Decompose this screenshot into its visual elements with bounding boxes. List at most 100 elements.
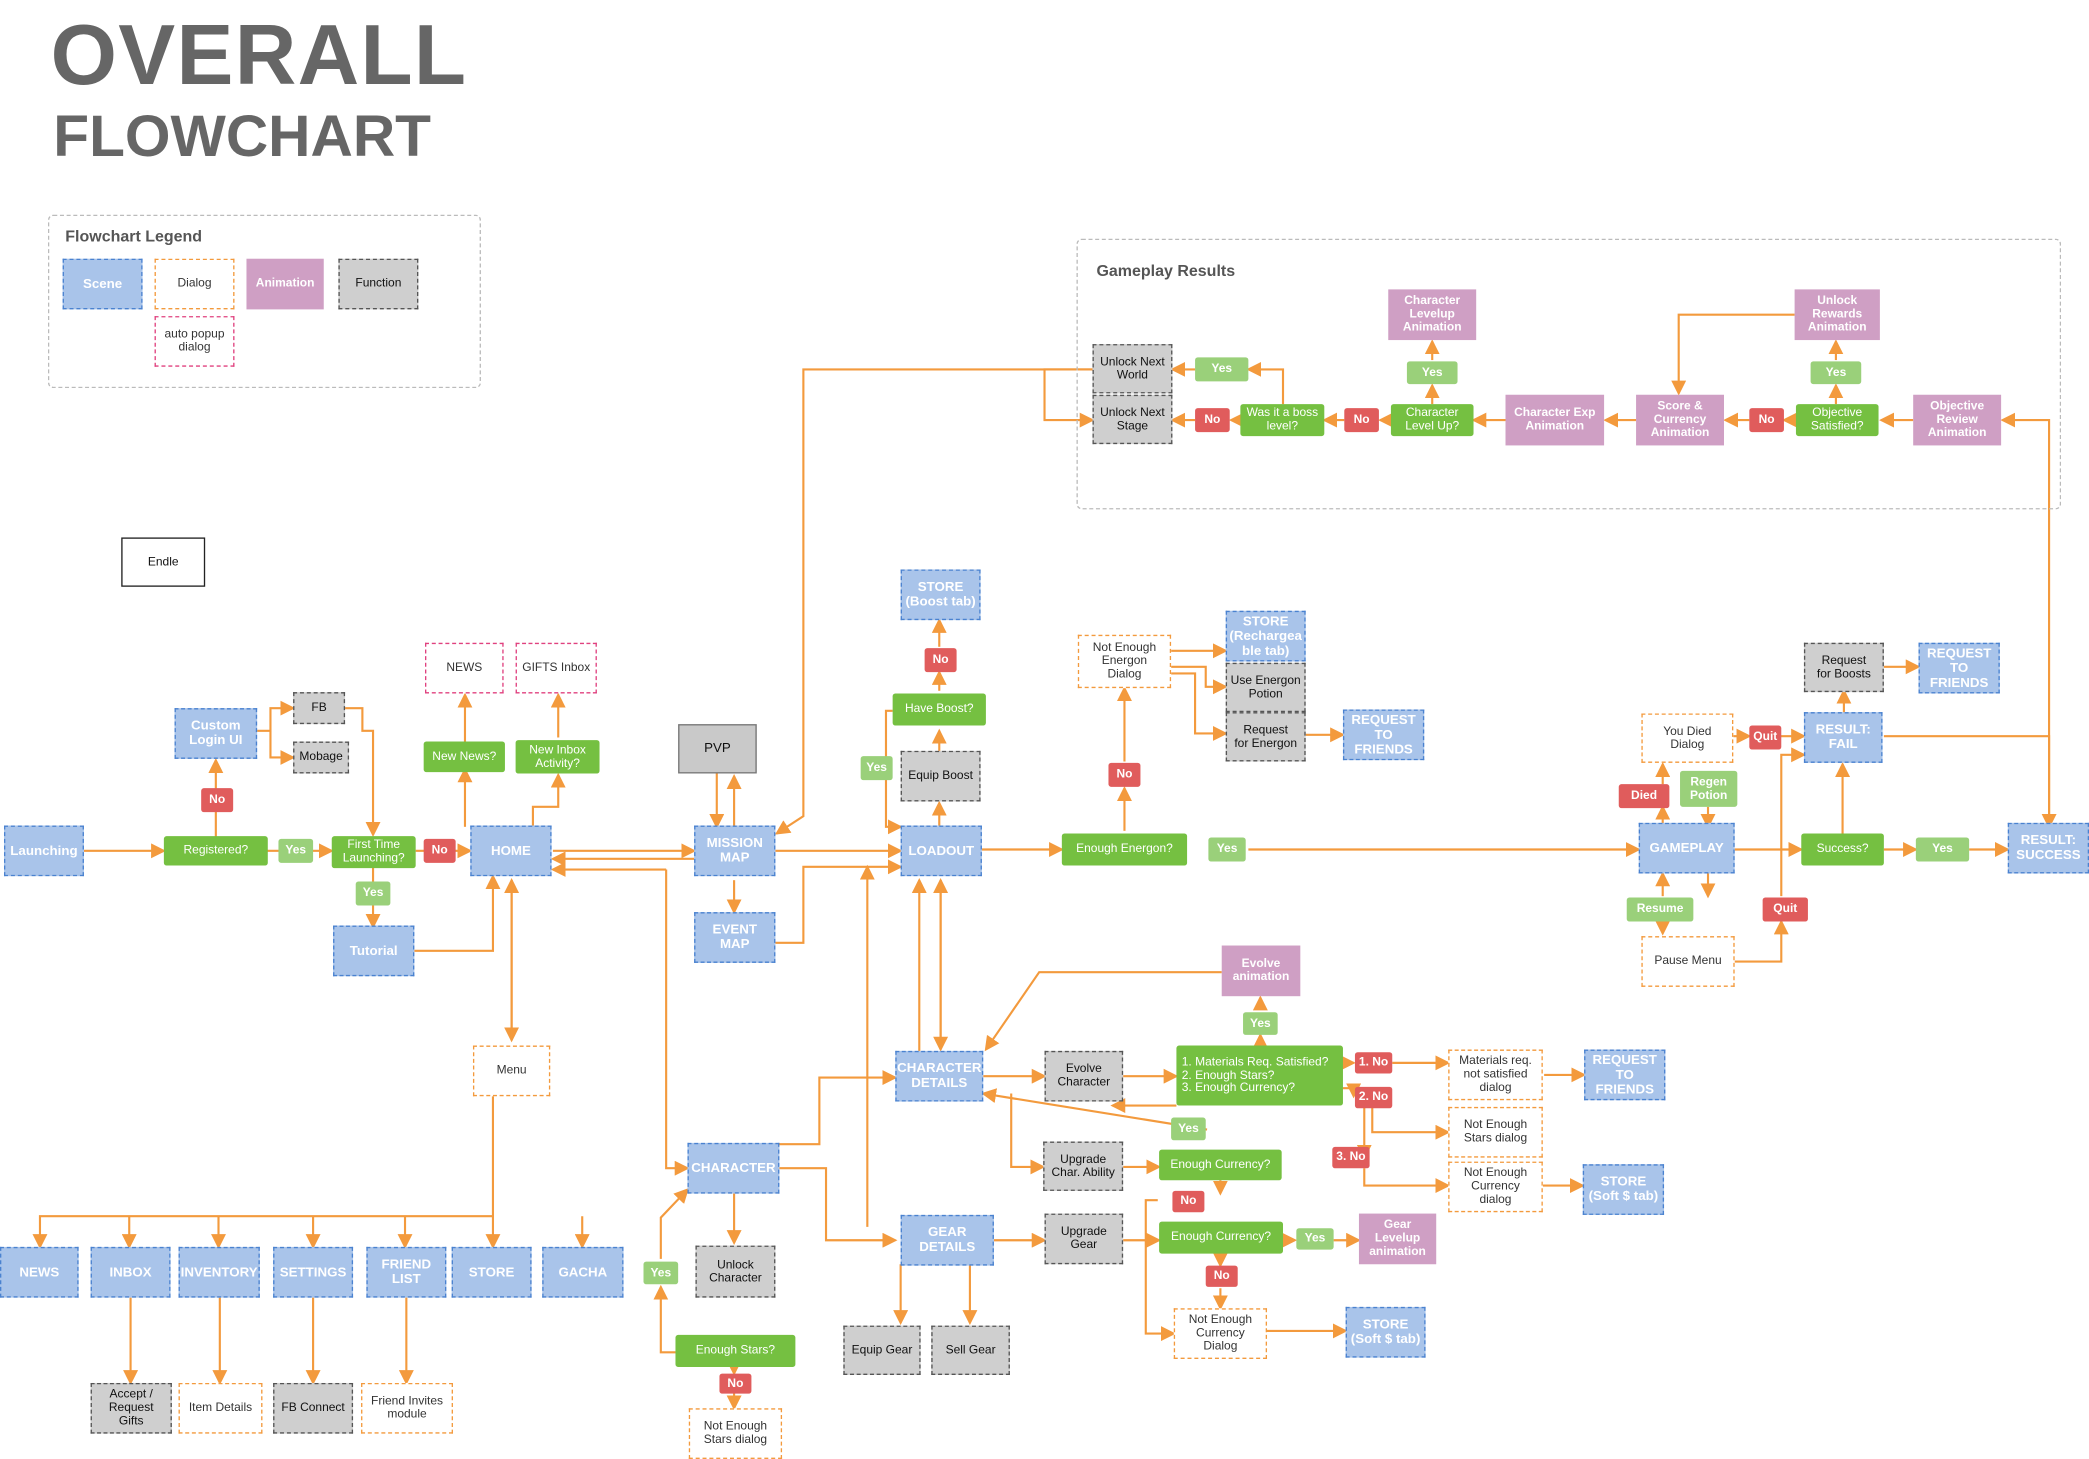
gameplay-results-title: Gameplay Results: [1096, 261, 1236, 281]
objective-satisfied-decision: Objective Satisfied?: [1795, 404, 1879, 437]
no-label: No: [1108, 762, 1141, 787]
yes-label: Yes: [643, 1261, 679, 1285]
quit-label: Quit: [1762, 897, 1808, 922]
gear-details-scene: GEAR DETAILS: [900, 1214, 994, 1266]
legend-animation: Animation: [246, 258, 324, 310]
gameplay-results-panel: [1076, 238, 2062, 510]
equip-gear-function: Equip Gear: [843, 1325, 921, 1375]
enough-energon-decision: Enough Energon?: [1061, 833, 1188, 866]
not-enough-energon-dialog: Not Enough Energon Dialog: [1077, 634, 1172, 689]
no-label: No: [1195, 408, 1230, 433]
friend-invites-dialog: Friend Invites module: [361, 1382, 453, 1434]
yes-label: Yes: [1810, 361, 1862, 385]
not-enough-currency-dialog: Not Enough Currency Dialog: [1173, 1308, 1268, 1359]
result-success-scene: RESULT: SUCCESS: [2007, 822, 2089, 874]
legend-title: Flowchart Legend: [65, 226, 203, 246]
page-title: OVERALL: [50, 6, 468, 103]
gifts-inbox-popup: GIFTS Inbox: [515, 642, 597, 694]
no-label: No: [201, 788, 234, 813]
new-inbox-decision: New Inbox Activity?: [515, 740, 600, 774]
unlock-rewards-animation: Unlock Rewards Animation: [1794, 289, 1880, 341]
result-fail-scene: RESULT: FAIL: [1803, 712, 1883, 763]
legend-function: Function: [338, 258, 419, 310]
unlock-character-function: Unlock Character: [695, 1245, 776, 1298]
yes-label: Yes: [1915, 837, 1970, 862]
request-boosts-function: Request for Boosts: [1803, 642, 1884, 693]
no-label: No: [924, 648, 957, 673]
legend-panel: [47, 214, 481, 389]
yes-label: Yes: [355, 881, 391, 906]
not-enough-stars-dialog: Not Enough Stars dialog: [1448, 1106, 1543, 1158]
boss-level-decision: Was it a boss level?: [1240, 404, 1325, 437]
custom-login-scene: Custom Login UI: [174, 708, 258, 759]
store-scene: STORE: [451, 1246, 532, 1298]
unlock-next-world-function: Unlock Next World: [1092, 344, 1173, 394]
unlock-next-stage-function: Unlock Next Stage: [1092, 394, 1173, 445]
one-no-label: 1. No: [1354, 1052, 1393, 1074]
gameplay-scene: GAMEPLAY: [1638, 822, 1735, 874]
yes-label: Yes: [278, 838, 314, 863]
request-energon-function: Request for Energon: [1225, 712, 1306, 762]
event-map-scene: EVENT MAP: [694, 912, 776, 963]
regen-potion-label: Regen Potion: [1680, 770, 1738, 807]
legend-dialog: Dialog: [154, 258, 235, 310]
settings-scene: SETTINGS: [273, 1246, 354, 1298]
accept-request-gifts-function: Accept / Request Gifts: [90, 1382, 172, 1434]
no-label: No: [1172, 1190, 1205, 1213]
pvp-box: PVP: [678, 724, 757, 774]
equip-boost-function: Equip Boost: [900, 750, 981, 802]
enough-stars-decision: Enough Stars?: [675, 1334, 796, 1367]
gacha-scene: GACHA: [542, 1246, 624, 1298]
evolve-character-function: Evolve Character: [1044, 1050, 1124, 1102]
mobage-function: Mobage: [293, 741, 350, 774]
have-boost-decision: Have Boost?: [892, 693, 986, 726]
character-details-scene: CHARACTER DETAILS: [895, 1050, 984, 1102]
item-details-dialog: Item Details: [178, 1382, 263, 1434]
no-label: No: [423, 838, 456, 863]
request-to-friends-scene: REQUEST TO FRIENDS: [1584, 1049, 1666, 1101]
materials-requirements-decision: 1. Materials Req. Satisfied? 2. Enough S…: [1176, 1045, 1343, 1106]
character-scene: CHARACTER: [687, 1142, 780, 1194]
enough-currency-decision: Enough Currency?: [1159, 1221, 1284, 1254]
legend-popup: auto popup dialog: [154, 316, 235, 367]
fb-function: FB: [293, 692, 346, 725]
success-decision: Success?: [1801, 833, 1884, 866]
no-label: No: [1344, 408, 1379, 433]
home-scene: HOME: [470, 825, 552, 877]
news-scene: NEWS: [0, 1246, 79, 1298]
yes-label: Yes: [1243, 1012, 1278, 1035]
enough-currency-decision: Enough Currency?: [1159, 1149, 1282, 1181]
yes-label: Yes: [1406, 361, 1458, 385]
page-subtitle: FLOWCHART: [53, 104, 431, 170]
yes-label: Yes: [860, 756, 893, 781]
not-enough-currency-dialog: Not Enough Currency dialog: [1448, 1161, 1543, 1213]
no-label: No: [1205, 1265, 1238, 1287]
use-energon-function: Use Energon Potion: [1225, 662, 1306, 713]
loadout-scene: LOADOUT: [900, 825, 982, 877]
upgrade-char-ability-function: Upgrade Char. Ability: [1043, 1141, 1124, 1191]
resume-label: Resume: [1626, 897, 1694, 922]
store-soft-scene: STORE (Soft $ tab): [1345, 1306, 1426, 1358]
request-to-friends-scene: REQUEST TO FRIENDS: [1918, 642, 2000, 694]
yes-label: Yes: [1208, 837, 1246, 862]
menu-dialog: Menu: [472, 1045, 551, 1097]
three-no-label: 3. No: [1332, 1146, 1370, 1169]
no-label: No: [719, 1373, 752, 1394]
yes-label: Yes: [1195, 357, 1249, 382]
request-to-friends-scene: REQUEST TO FRIENDS: [1342, 709, 1425, 761]
news-popup: NEWS: [425, 642, 504, 694]
character-level-up-decision: Character Level Up?: [1390, 404, 1474, 437]
inbox-scene: INBOX: [90, 1246, 171, 1298]
evolve-animation: Evolve animation: [1221, 945, 1301, 997]
first-time-decision: First Time Launching?: [331, 836, 416, 869]
yes-label: Yes: [1296, 1228, 1334, 1250]
store-soft-scene: STORE (Soft $ tab): [1582, 1164, 1665, 1215]
fb-connect-function: FB Connect: [273, 1382, 354, 1434]
objective-review-animation: Objective Review Animation: [1913, 394, 2002, 446]
materials-not-satisfied-dialog: Materials req. not satisfied dialog: [1448, 1049, 1543, 1101]
launching-scene: Launching: [3, 825, 84, 877]
registered-decision: Registered?: [163, 836, 268, 866]
score-currency-animation: Score & Currency Animation: [1636, 394, 1724, 446]
